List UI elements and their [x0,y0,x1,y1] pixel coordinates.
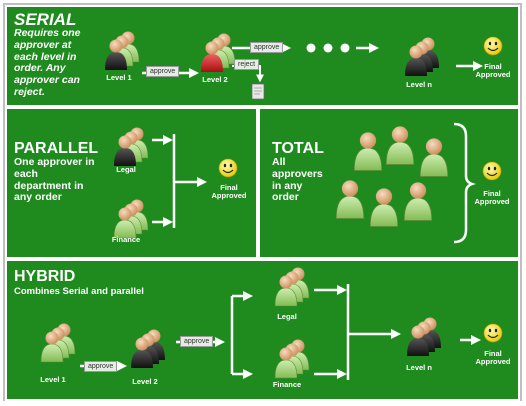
hybrid-description: Combines Serial and parallel [14,286,144,297]
hybrid-panel [5,259,520,401]
hybrid-finance-label: Finance [272,380,302,389]
parallel-finance-label: Finance [111,235,141,244]
serial-final-label: Final Approved [475,62,511,80]
total-final-smiley-icon [482,161,502,181]
total-panel [258,107,520,259]
parallel-final-smiley-icon [218,158,238,178]
serial-approve-label-1: approve [146,66,180,77]
hybrid-legal-label: Legal [277,312,297,321]
serial-title: SERIAL [14,10,77,29]
serial-level2-label: Level 2 [202,75,228,84]
serial-approve-label-2: approve [250,42,284,53]
hybrid-level1-label: Level 1 [40,375,66,384]
total-final-label: Final Approved [474,189,510,207]
hybrid-final-label: Final Approved [475,349,511,367]
parallel-description: One approver in each department in any o… [14,156,95,204]
total-description: All approvers in any order [272,156,323,204]
serial-description: Requires one approver at each level in o… [14,27,81,98]
total-brace [453,122,476,244]
serial-final-smiley-icon [483,36,503,56]
serial-reject-label: reject [234,59,260,70]
serial-leveln-label: Level n [406,80,432,89]
hybrid-leveln-label: Level n [406,363,432,372]
parallel-legal-label: Legal [116,165,136,174]
parallel-final-label: Final Approved [211,183,247,201]
hybrid-final-smiley-icon [483,323,503,343]
parallel-title: PARALLEL [14,140,99,157]
hybrid-title: HYBRID [14,268,76,285]
hybrid-level2-label: Level 2 [132,377,158,386]
total-title: TOTAL [272,140,324,157]
hybrid-approve-label-2: approve [180,336,214,347]
reject-document-icon [251,83,265,100]
serial-continuation-dots [306,43,350,53]
serial-level1-label: Level 1 [106,73,132,82]
hybrid-approve-label-1: approve [84,361,118,372]
